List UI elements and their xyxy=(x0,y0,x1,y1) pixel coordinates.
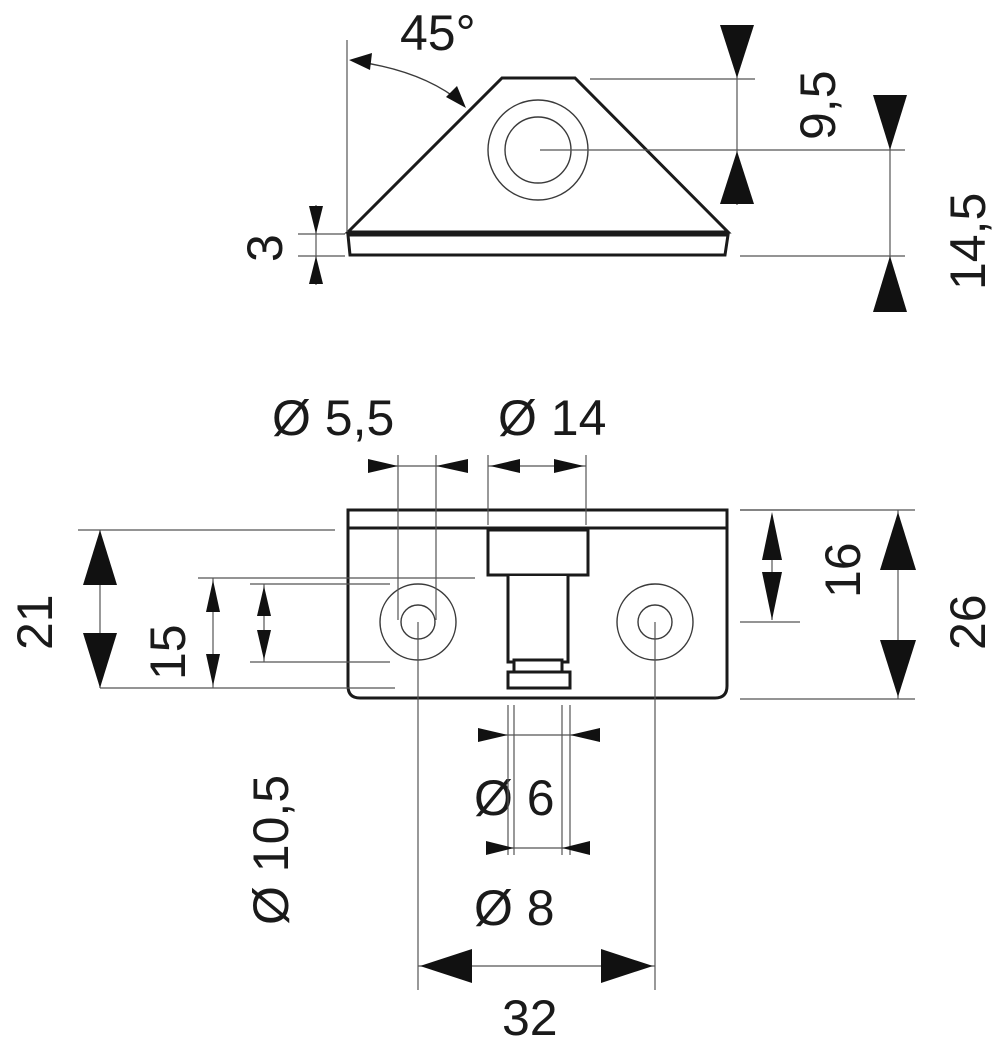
trapezoid-body-outline xyxy=(344,76,732,234)
dim-5-5-arrow-right xyxy=(436,459,468,473)
dim-14-arrow-right xyxy=(554,459,584,473)
dim-14-5-label: 14,5 xyxy=(940,193,996,290)
angle-arrow-right xyxy=(446,86,466,108)
dim-14-arrow-left xyxy=(490,459,520,473)
dim-14-5-arrow-top xyxy=(873,95,907,150)
dim-26-arrow-top xyxy=(880,512,916,570)
dim-9-5-arrow-bottom xyxy=(720,151,754,204)
dim-15-label: 15 xyxy=(140,624,196,680)
dim-10-5-label: Ø 10,5 xyxy=(243,775,299,925)
dim-5-5-label: Ø 5,5 xyxy=(272,390,394,446)
dim-26-arrow-bottom xyxy=(880,640,916,697)
dim-3-label: 3 xyxy=(237,234,293,262)
dim-32-arrow-right xyxy=(601,949,653,983)
dim-10-5-arrow-bottom xyxy=(257,630,271,660)
dim-8-arrow-left xyxy=(486,841,514,855)
dim-8-arrow-right xyxy=(562,841,590,855)
dim-15-arrow-bottom xyxy=(206,654,220,686)
dim-9-5-label: 9,5 xyxy=(790,70,846,140)
dim-5-5-arrow-left xyxy=(368,459,398,473)
dim-16-label: 16 xyxy=(815,542,871,598)
dim-16-arrow-bottom xyxy=(762,572,782,620)
angle-label: 45° xyxy=(400,5,476,61)
dim-3-arrow-top xyxy=(309,206,323,234)
pin-base xyxy=(506,670,572,690)
dim-21-label: 21 xyxy=(7,594,63,650)
pin-collar xyxy=(512,658,564,674)
dim-10-5-arrow-top xyxy=(257,586,271,616)
dim-3-arrow-bottom xyxy=(309,256,323,284)
dim-6-arrow-right xyxy=(570,728,600,742)
side-profile-view: 45° 9,5 14,5 3 xyxy=(237,5,996,312)
dim-8-label: Ø 8 xyxy=(474,880,555,936)
front-view: Ø 5,5 Ø 14 21 15 Ø 10,5 Ø 6 xyxy=(7,390,996,1041)
dim-26-label: 26 xyxy=(940,594,996,650)
angle-arrow-left xyxy=(349,53,372,70)
dim-21-arrow-bottom xyxy=(83,633,117,688)
dim-32-arrow-left xyxy=(420,949,472,983)
pin-shaft xyxy=(506,576,570,664)
dim-6-arrow-left xyxy=(478,728,508,742)
pin-head xyxy=(486,528,590,577)
dim-14-5-arrow-bottom xyxy=(873,256,907,312)
dim-6-label: Ø 6 xyxy=(474,770,555,826)
dim-21-arrow-top xyxy=(83,530,117,585)
dim-9-5-arrow-top xyxy=(720,25,754,78)
dim-16-arrow-top xyxy=(762,512,782,560)
dim-15-arrow-top xyxy=(206,580,220,612)
base-plate-outline xyxy=(346,233,730,257)
dim-32-label: 32 xyxy=(502,990,558,1041)
dim-14-label: Ø 14 xyxy=(498,390,606,446)
